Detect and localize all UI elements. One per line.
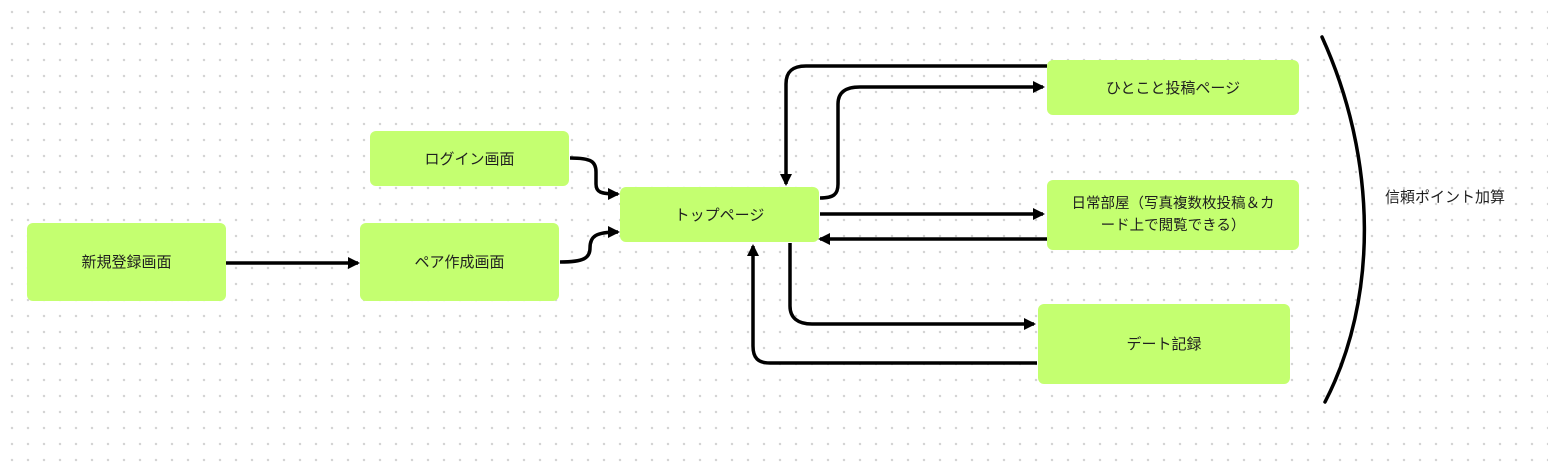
- edge-top-to-hitokoto: [819, 81, 1045, 200]
- node-login-label: ログイン画面: [424, 149, 515, 168]
- edge-top-to-date: [788, 243, 1036, 330]
- node-date[interactable]: デート記録: [1038, 304, 1290, 384]
- node-daily-label-line1: 日常部屋（写真複数枚投稿＆カ: [1071, 196, 1275, 212]
- node-hitokoto-label: ひとこと投稿ページ: [1105, 78, 1241, 97]
- closing-bracket: [1320, 35, 1367, 404]
- node-daily-label-line2: ード上で閲覧できる）: [1100, 218, 1246, 234]
- node-signup[interactable]: 新規登録画面: [27, 223, 226, 301]
- node-signup-label: 新規登録画面: [81, 253, 172, 271]
- edge-pair-to-top: [559, 226, 620, 264]
- node-top-label: トップページ: [674, 205, 765, 224]
- node-daily[interactable]: 日常部屋（写真複数枚投稿＆カ ード上で閲覧できる）: [1047, 180, 1299, 250]
- edge-hitokoto-to-top: [780, 64, 1047, 186]
- node-pair-label: ペア作成画面: [414, 253, 505, 271]
- edge-date-to-top: [747, 244, 1037, 365]
- node-pair[interactable]: ペア作成画面: [360, 223, 559, 301]
- node-date-label: デート記録: [1126, 335, 1202, 353]
- node-top[interactable]: トップページ: [620, 187, 819, 242]
- trust-points-label: 信頼ポイント加算: [1385, 188, 1506, 206]
- edge-login-to-top: [569, 156, 620, 200]
- node-hitokoto[interactable]: ひとこと投稿ページ: [1047, 60, 1299, 115]
- node-login[interactable]: ログイン画面: [370, 131, 569, 186]
